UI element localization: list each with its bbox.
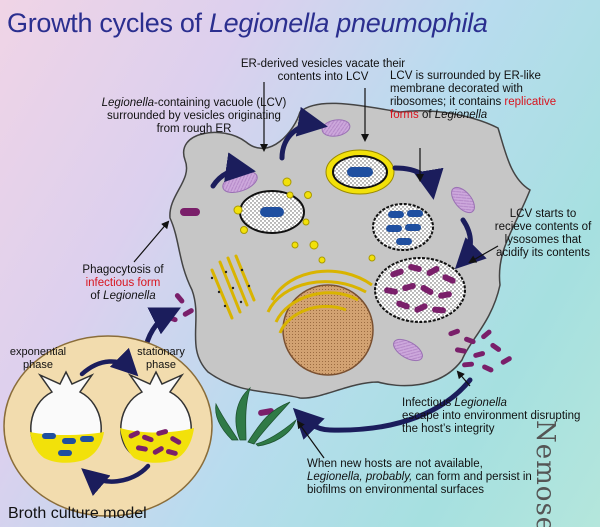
title-prefix: Growth cycles of [7,8,209,38]
label-text: can form and persist in biofilms on envi… [307,471,532,496]
escaping-bacteria [448,328,512,373]
label-exponential-phase: exponential phase [9,346,67,371]
label-organism: Legionella [454,397,507,409]
lcv-replicative [372,203,434,251]
label-biofilm: When new hosts are not available, Legion… [307,458,537,497]
title-organism: Legionella pneumophila [208,8,488,38]
er-around-nucleus [266,269,373,334]
biofilm-plants [215,386,297,447]
watermark: Nemose [530,420,560,527]
pointer-arrows [133,82,499,459]
label-stationary-phase: stationary phase [137,346,185,371]
label-highlight: infectious form [85,277,161,289]
label-er-vesicles: ER-derived vesicles vacate their content… [240,58,406,83]
label-lcv-formation: Legionella-containing vacuole (LCV) surr… [98,97,290,136]
label-text: LCV is surrounded by ER-like membrane de… [390,70,541,108]
label-text: of [90,290,104,302]
ribosome-dots [210,268,251,308]
label-text: Phagocytosis of [82,264,164,276]
nucleus [282,284,374,376]
label-lcv-ribosomes: LCV is surrounded by ER-like membrane de… [390,70,576,122]
label-organism: Legionella [103,290,156,302]
label-highlight: replicative forms [390,96,557,121]
label-text: of [418,109,435,121]
lcv-early [239,190,305,234]
label-organism: Legionella, probably, [307,471,413,483]
lcv-acidified [374,257,466,323]
flask-exponential [30,370,104,463]
lcv-fusing [325,149,395,195]
rough-er-stack [210,254,256,320]
label-text: Infectious [402,397,455,409]
broth-model-label: Broth culture model [8,505,147,522]
label-organism: Legionella [101,97,155,109]
label-text: When new hosts are not available, [307,458,483,470]
flask-stationary [120,370,194,463]
label-organism: Legionella [434,109,488,121]
er-vesicles [233,177,326,264]
mitochondrion [451,186,475,214]
label-text: -containing vacuole (LCV) surrounded by … [107,97,287,135]
diagram-title: Growth cycles of Legionella pneumophila [7,8,488,39]
label-text: escape into environment disrupting the h… [402,410,581,435]
mitochondrion [393,338,423,362]
label-lysosomes: LCV starts to recieve contents of lysoso… [494,208,592,259]
broth-cycle-arrows [79,347,151,496]
